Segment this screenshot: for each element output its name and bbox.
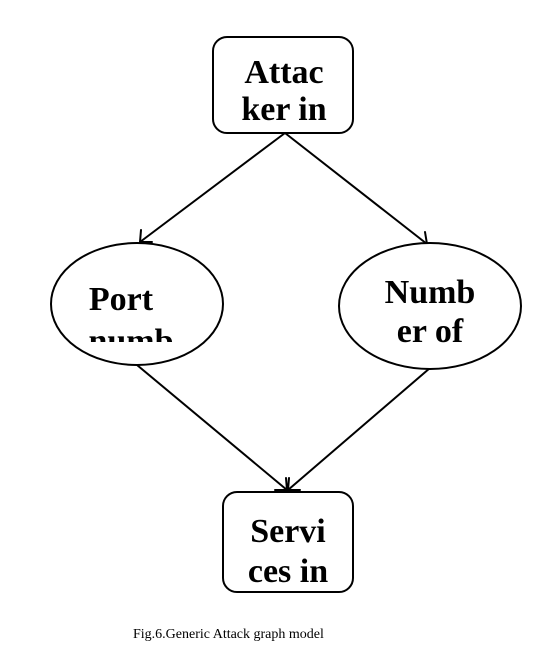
node-services-line2: ces in (248, 553, 328, 590)
edge-port-to-services (136, 364, 288, 491)
node-number-line2: er of (397, 313, 464, 350)
node-services-box (222, 491, 354, 593)
node-attacker-line2: ker in (241, 91, 326, 128)
arrowhead-services-right (286, 477, 301, 491)
node-services: Servi ces in (222, 491, 354, 593)
arrowhead-port (138, 229, 153, 243)
node-attacker-line1: Attac (244, 54, 323, 91)
node-number-ellipse (338, 242, 522, 370)
node-port: Port numb (50, 242, 224, 366)
node-port-line1: Port (89, 281, 154, 318)
edges (136, 132, 431, 491)
figure-caption: Fig.6.Generic Attack graph model (133, 627, 324, 642)
edge-number-to-services (287, 367, 431, 491)
node-port-ellipse (50, 242, 224, 366)
node-port-line2: numb (88, 323, 173, 360)
edge-attacker-to-number (284, 132, 428, 245)
edge-attacker-to-port (139, 132, 286, 243)
node-number-line1: Numb (385, 274, 476, 311)
node-attacker-box (212, 36, 354, 134)
node-attacker: Attac ker in (212, 36, 354, 134)
node-number: Numb er of (338, 242, 522, 370)
node-services-line1: Servi (250, 513, 326, 550)
